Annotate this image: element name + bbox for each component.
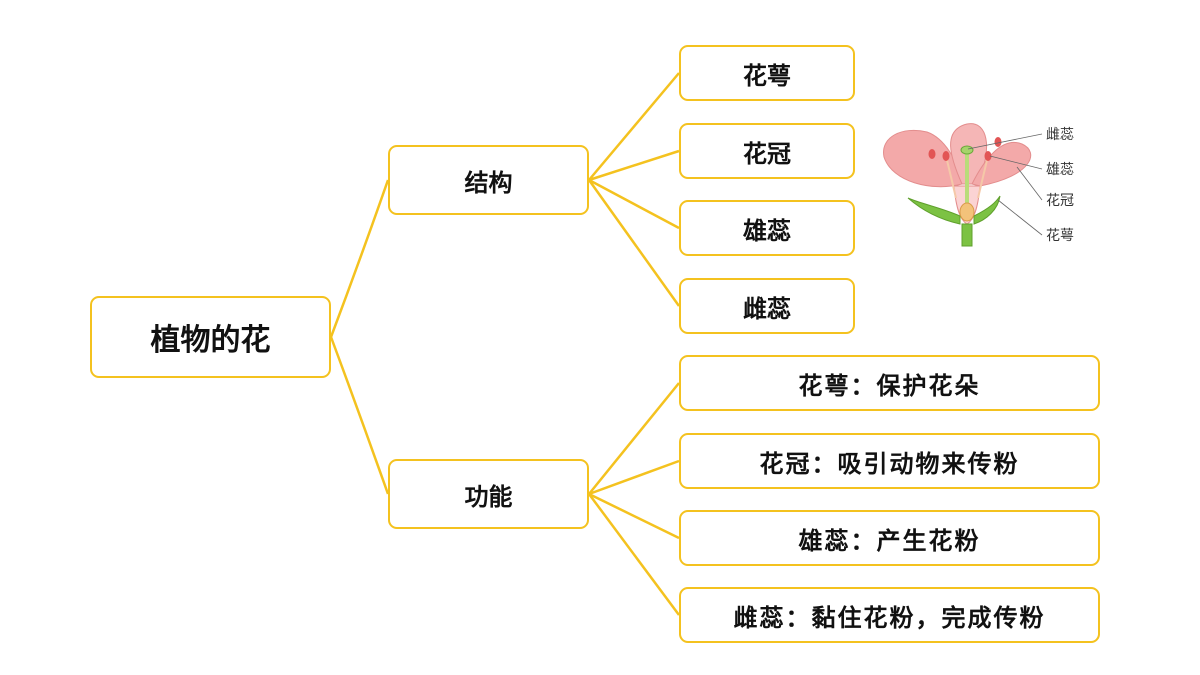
stamen-anther-1 bbox=[928, 149, 936, 159]
link-function-leaf-3 bbox=[588, 492, 680, 540]
stamen-anther-3 bbox=[984, 151, 992, 161]
structure-leaf-pistil: 雌蕊 bbox=[679, 278, 855, 334]
pistil-stigma bbox=[960, 145, 974, 155]
root-node: 植物的花 bbox=[90, 296, 331, 378]
link-root-function bbox=[329, 336, 390, 495]
function-leaf-corolla: 花冠：吸引动物来传粉 bbox=[679, 433, 1100, 489]
function-leaf-pistil: 雌蕊：黏住花粉，完成传粉 bbox=[679, 587, 1100, 643]
sepal-right-shape bbox=[973, 195, 1001, 225]
link-root-structure bbox=[329, 179, 390, 338]
link-structure-leaf-4 bbox=[587, 179, 681, 307]
label-sepal: 花萼 bbox=[1046, 228, 1074, 244]
link-function-leaf-2 bbox=[588, 459, 680, 496]
link-structure-leaf-2 bbox=[588, 149, 680, 182]
link-structure-leaf-1 bbox=[588, 72, 680, 181]
stem bbox=[961, 223, 973, 247]
branch-function: 功能 bbox=[388, 459, 589, 529]
pistil-style bbox=[965, 152, 969, 204]
flower-diagram: 雌蕊 雄蕊 花冠 花萼 bbox=[883, 123, 1074, 247]
petal-left bbox=[883, 129, 963, 188]
leader-lines bbox=[967, 133, 1043, 236]
stamen-anther-2 bbox=[942, 151, 950, 161]
structure-leaf-stamen: 雄蕊 bbox=[679, 200, 855, 256]
stamen-filament-2 bbox=[977, 155, 989, 199]
branch-structure: 结构 bbox=[388, 145, 589, 215]
stamen-anther-4 bbox=[994, 137, 1002, 147]
function-leaf-stamen: 雄蕊：产生花粉 bbox=[679, 510, 1100, 566]
pistil-ovary bbox=[959, 202, 975, 222]
sepal-left-shape bbox=[907, 197, 961, 225]
label-corolla: 花冠 bbox=[1046, 193, 1074, 209]
label-pistil: 雌蕊 bbox=[1046, 127, 1074, 143]
link-structure-leaf-3 bbox=[588, 178, 680, 230]
link-function-leaf-4 bbox=[587, 493, 681, 616]
link-function-leaf-1 bbox=[588, 382, 680, 495]
structure-leaf-corolla: 花冠 bbox=[679, 123, 855, 179]
structure-leaf-sepal: 花萼 bbox=[679, 45, 855, 101]
stamen-filament-1 bbox=[945, 155, 957, 199]
label-stamen: 雄蕊 bbox=[1046, 162, 1074, 178]
flower-illustration bbox=[883, 123, 1032, 247]
function-leaf-sepal: 花萼：保护花朵 bbox=[679, 355, 1100, 411]
